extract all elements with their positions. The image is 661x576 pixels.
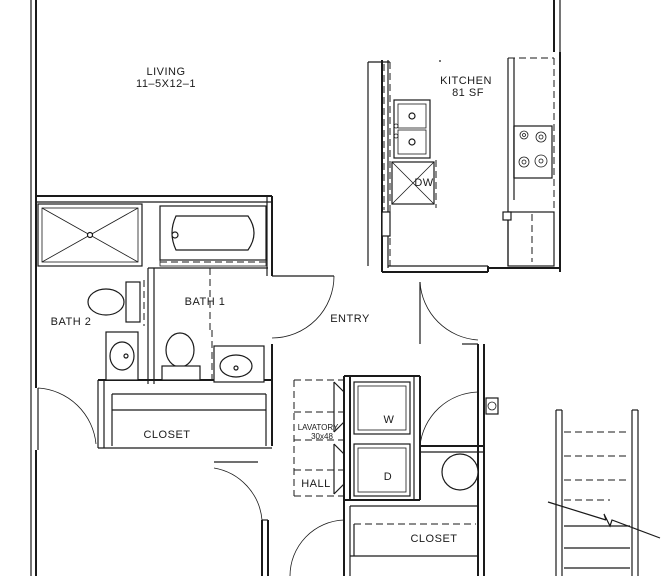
lavatory-size: 30x48 [311, 432, 333, 441]
bath1-label: BATH 1 [185, 296, 226, 308]
washer-label: W [384, 414, 395, 426]
closet-left-label: CLOSET [143, 429, 190, 441]
laundry [293, 379, 479, 497]
kitchen-fixtures [367, 57, 555, 267]
room-labels: LIVING 11–5X12–1 KITCHEN 81 SF DW BATH 1… [51, 66, 492, 545]
bath1-tub [159, 205, 267, 267]
kitchen-size: 81 SF [452, 87, 484, 99]
kitchen-label: KITCHEN [440, 75, 492, 87]
living-label: LIVING [146, 66, 185, 78]
bath2-label: BATH 2 [51, 316, 92, 328]
dryer-label: D [384, 471, 392, 483]
bath1-fixtures [161, 330, 265, 384]
dishwasher-label: DW [414, 177, 433, 189]
closet-left [111, 393, 267, 446]
entry-label: ENTRY [330, 313, 370, 325]
lavatory-label: LAVATORY [298, 423, 339, 432]
walls [30, 0, 561, 576]
closet-right-label: CLOSET [410, 533, 457, 545]
bath2-fixtures [87, 280, 145, 381]
closet-right [350, 523, 478, 557]
bath2-shower [37, 203, 143, 267]
living-size: 11–5X12–1 [136, 78, 196, 90]
doors [37, 275, 499, 576]
stair [547, 409, 661, 576]
hall-label: HALL [301, 478, 331, 490]
